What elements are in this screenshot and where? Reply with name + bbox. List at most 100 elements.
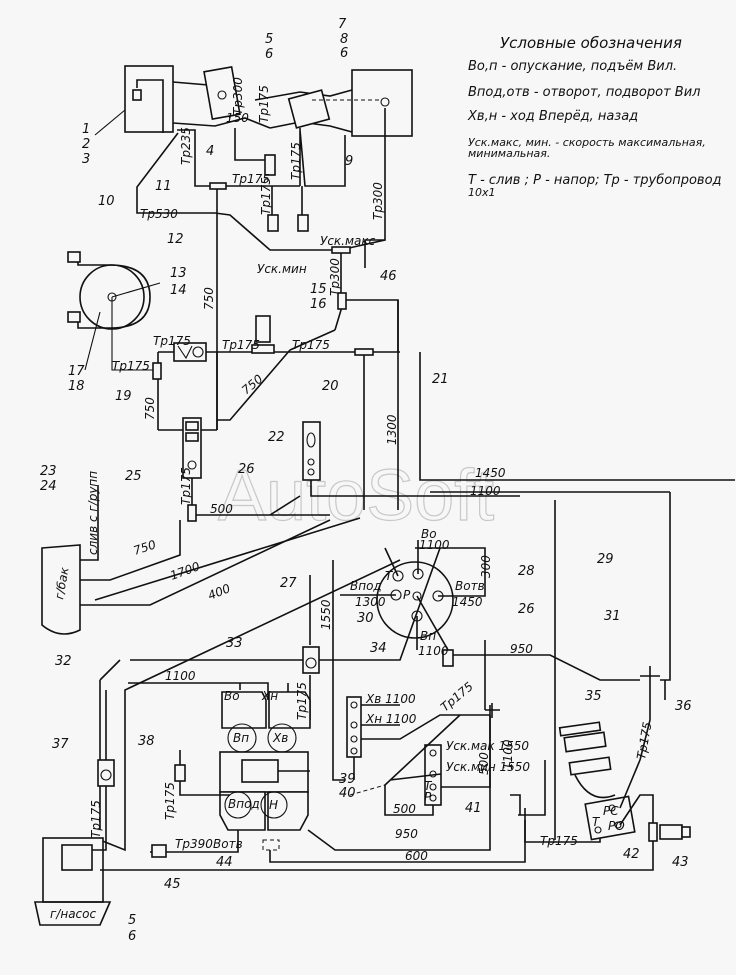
pipe-label: 1100 bbox=[470, 484, 501, 498]
tee-fitting bbox=[187, 504, 197, 522]
callout-8: 8 bbox=[340, 32, 348, 47]
port-label: Вп bbox=[233, 731, 249, 745]
lift-cylinder-left bbox=[124, 65, 174, 133]
valve-section-bp bbox=[221, 691, 267, 729]
pipe-label: Тр175 bbox=[232, 172, 270, 186]
callout-14: 14 bbox=[170, 283, 187, 298]
callout-40: 40 bbox=[339, 786, 356, 801]
legend-title: Условные обозначения bbox=[500, 34, 682, 52]
pipe-label: 1300 bbox=[385, 414, 399, 445]
hydraulic-tank bbox=[41, 544, 81, 635]
pipe-label: 1550 bbox=[319, 599, 333, 630]
port-label: Вотв bbox=[455, 579, 485, 593]
pipe-label: Тр300 bbox=[231, 77, 245, 115]
callout-7: 7 bbox=[338, 17, 347, 32]
callout-26: 26 bbox=[518, 602, 535, 617]
port-label: Впод bbox=[350, 579, 382, 593]
callout-29: 29 bbox=[597, 552, 614, 567]
callout-22: 22 bbox=[268, 430, 285, 445]
pipe-label: 1100 bbox=[165, 669, 196, 683]
pipe-label: Тр300 bbox=[371, 182, 385, 220]
pump-valve bbox=[61, 844, 93, 871]
callout-4: 4 bbox=[206, 144, 214, 159]
legend-line: Уск.макс, мин. - скорость максимальная, bbox=[468, 136, 706, 149]
callout-41: 41 bbox=[465, 801, 482, 816]
callout-3: 3 bbox=[82, 152, 90, 167]
callout-18: 18 bbox=[68, 379, 85, 394]
callout-24: 24 bbox=[40, 479, 57, 494]
pipe-label: 600 bbox=[405, 849, 428, 863]
legend-line: минимальная. bbox=[468, 147, 550, 160]
callout-31: 31 bbox=[604, 609, 621, 624]
pipe-label: Тр175 bbox=[295, 682, 309, 720]
port-label: Впод bbox=[228, 797, 260, 811]
callout-44: 44 bbox=[216, 855, 233, 870]
valve-section-h bbox=[267, 791, 309, 831]
pipe-label: Тр175 bbox=[179, 467, 193, 505]
callout-33: 33 bbox=[226, 636, 243, 651]
pipe-label: Тр235 bbox=[179, 127, 193, 165]
pipe-label: 950 bbox=[395, 827, 418, 841]
port-label: Вп bbox=[420, 629, 436, 643]
pipe-label: 500 bbox=[210, 502, 233, 516]
accumulator-cap bbox=[558, 721, 602, 737]
callout-5: 5 bbox=[128, 913, 136, 928]
callout-39: 39 bbox=[339, 772, 356, 787]
callout-6: 6 bbox=[265, 47, 273, 62]
valve-block-42 bbox=[584, 795, 636, 841]
tank-label: г/бак bbox=[52, 565, 72, 600]
port-label: Р bbox=[424, 790, 432, 804]
tee-fitting bbox=[152, 362, 162, 380]
hydraulic-pump bbox=[34, 901, 112, 926]
port-label: 1450 bbox=[452, 595, 483, 609]
callout-21: 21 bbox=[432, 372, 449, 387]
pump-label: г/насос bbox=[50, 907, 96, 921]
bracket-clamp bbox=[67, 311, 81, 323]
port-label: Т bbox=[592, 815, 601, 829]
pipe-label: Тр175 bbox=[112, 359, 150, 373]
port-label: Хн bbox=[261, 689, 278, 703]
callout-9: 9 bbox=[345, 154, 353, 169]
callout-43: 43 bbox=[672, 855, 689, 870]
legend-line: 10х1 bbox=[468, 186, 496, 199]
port-label: Н bbox=[269, 798, 278, 812]
port-labels: Во 1100 Впод 1300 Вотв 1450 Вп 1100 Т Р … bbox=[213, 527, 625, 851]
pipe-label: Тр175 bbox=[163, 782, 177, 820]
callout-37: 37 bbox=[52, 737, 69, 752]
pipe-label: Тр175 bbox=[540, 834, 578, 848]
port-label: РО bbox=[608, 819, 625, 833]
callout-10: 10 bbox=[98, 194, 115, 209]
legend-line: Хв,н - ход Вперёд, назад bbox=[467, 109, 638, 124]
callout-20: 20 bbox=[322, 379, 339, 394]
valve-block-4 bbox=[203, 66, 241, 120]
pipe-label: Тр300 bbox=[328, 258, 342, 296]
drain-label: слив с г/рупп bbox=[86, 471, 100, 555]
callout-6: 6 bbox=[340, 46, 348, 61]
legend-line: Т - слив ; Р - напор; Тр - трубопровод bbox=[468, 173, 722, 188]
port-label: Т bbox=[424, 779, 433, 793]
callout-38: 38 bbox=[138, 734, 155, 749]
callout-45: 45 bbox=[164, 877, 181, 892]
port-label: Хв 1100 bbox=[365, 692, 416, 706]
bracket-clamp bbox=[67, 251, 81, 263]
valve-section-bpod bbox=[219, 791, 266, 831]
callout-11: 11 bbox=[155, 179, 172, 194]
check-valve-37 bbox=[97, 759, 115, 787]
port-label: Во bbox=[224, 689, 240, 703]
main-control-valve bbox=[376, 561, 454, 639]
port-label: 1100 bbox=[419, 538, 450, 552]
callout-36: 36 bbox=[675, 699, 692, 714]
pipe-label: Тр175 bbox=[438, 679, 476, 714]
pipe-label: Тр175 bbox=[289, 142, 303, 180]
legend: Условные обозначения Во,п - опускание, п… bbox=[467, 34, 722, 199]
callout-27: 27 bbox=[280, 576, 297, 591]
callout-5: 5 bbox=[265, 32, 273, 47]
port-label: Уск.мак 1550 bbox=[446, 739, 529, 753]
callout-28: 28 bbox=[518, 564, 535, 579]
callout-23: 23 bbox=[40, 464, 57, 479]
callouts: 1 2 3 4 5 6 7 8 6 9 10 11 12 13 14 15 16… bbox=[40, 17, 692, 944]
pipe-label: 400 bbox=[206, 581, 233, 603]
pipe-label: 500 bbox=[477, 752, 491, 775]
callout-35: 35 bbox=[585, 689, 602, 704]
throttle-min bbox=[267, 214, 279, 232]
